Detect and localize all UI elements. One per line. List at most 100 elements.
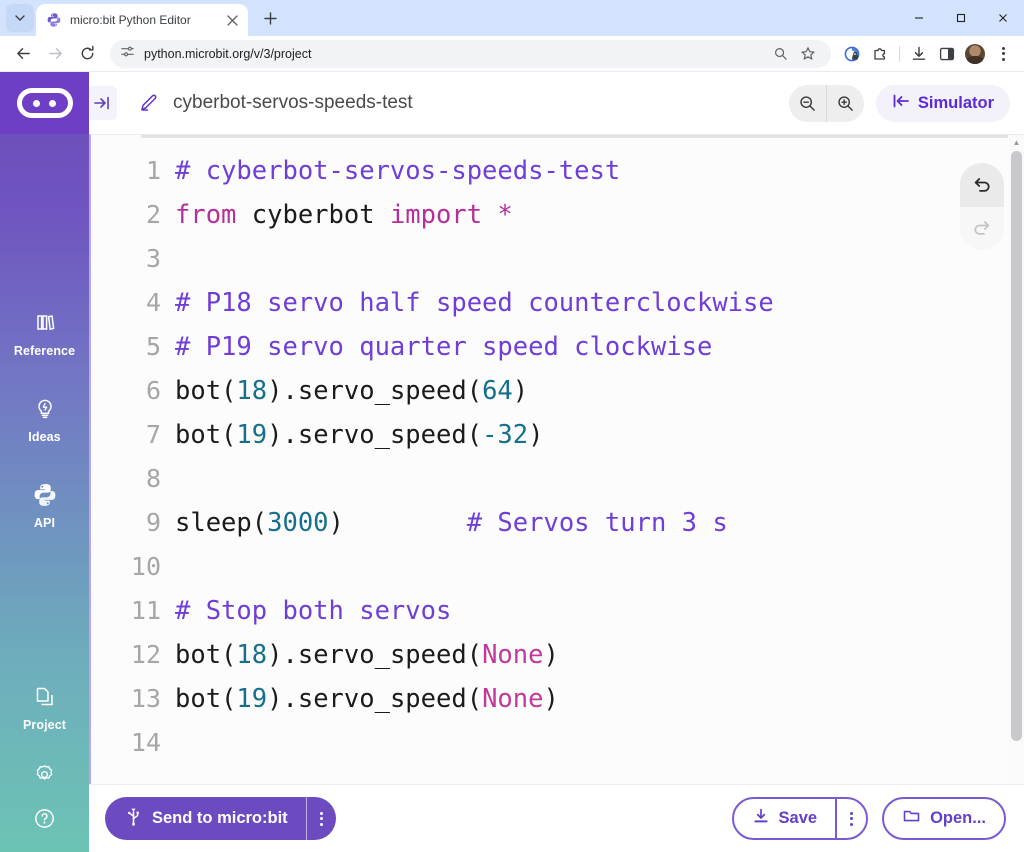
sidebar-help-button[interactable] — [0, 800, 89, 852]
address-bar[interactable]: python.microbit.org/v/3/project — [110, 39, 831, 68]
sidebar-item-reference[interactable]: Reference — [0, 304, 89, 364]
editor-top-divider — [141, 135, 1008, 138]
bottom-toolbar: Send to micro:bit Save — [89, 784, 1024, 852]
scrollbar-thumb[interactable] — [1011, 151, 1022, 741]
open-label: Open... — [930, 809, 986, 827]
code-line-source[interactable] — [175, 721, 1024, 765]
settings-gear-icon — [32, 762, 57, 792]
microbit-logo-icon — [16, 88, 73, 118]
sidebar-item-ideas[interactable]: Ideas — [0, 390, 89, 450]
save-menu-kebab-icon[interactable] — [837, 811, 866, 826]
code-line-source[interactable]: from cyberbot import * — [175, 193, 1024, 237]
code-token-com: # Stop both servos — [175, 596, 452, 626]
downloads-icon[interactable] — [906, 41, 932, 67]
toolbar-divider — [899, 45, 900, 62]
undo-icon[interactable] — [960, 163, 1004, 207]
window-close-button[interactable] — [982, 0, 1024, 36]
simulator-label: Simulator — [917, 93, 994, 112]
zoom-controls — [788, 84, 864, 122]
window-minimize-button[interactable] — [898, 0, 940, 36]
sidebar-item-project[interactable]: Project — [0, 678, 89, 738]
editor-column: cyberbot-servos-speeds-test — [87, 72, 1024, 852]
code-token-kw: from — [175, 200, 252, 230]
code-token-plain: ) — [543, 684, 559, 714]
send-menu-kebab-icon[interactable] — [307, 811, 336, 826]
code-line-source[interactable]: sleep(3000) # Servos turn 3 s — [175, 501, 1024, 545]
extensions-icon[interactable] — [867, 41, 893, 67]
code-line-source[interactable]: # Stop both servos — [175, 589, 1024, 633]
code-line-source[interactable]: # P19 servo quarter speed clockwise — [175, 325, 1024, 369]
sidebar-item-label: Reference — [13, 344, 76, 358]
code-line[interactable]: 10 — [91, 545, 1024, 589]
code-line-source[interactable]: bot(19).servo_speed(None) — [175, 677, 1024, 721]
code-token-com: # cyberbot-servos-speeds-test — [175, 156, 621, 186]
code-token-num: 18 — [236, 640, 268, 670]
code-line-source[interactable]: # P18 servo half speed counterclockwise — [175, 281, 1024, 325]
bookmark-star-icon[interactable] — [795, 41, 821, 67]
code-line[interactable]: 3 — [91, 237, 1024, 281]
simulator-button[interactable]: Simulator — [875, 84, 1010, 122]
code-token-plain: ) — [512, 376, 529, 406]
code-line-source[interactable]: bot(19).servo_speed(-32) — [175, 413, 1024, 457]
code-line-source[interactable]: bot(18).servo_speed(64) — [175, 369, 1024, 413]
code-token-plain: ).servo_speed( — [267, 376, 483, 406]
page-title[interactable]: cyberbot-servos-speeds-test — [173, 92, 413, 113]
side-panel-icon[interactable] — [934, 41, 960, 67]
code-line-source[interactable]: # cyberbot-servos-speeds-test — [175, 149, 1024, 193]
collapse-sidebar-icon[interactable] — [87, 86, 117, 120]
code-line[interactable]: 4# P18 servo half speed counterclockwise — [91, 281, 1024, 325]
code-line[interactable]: 11 # Stop both servos — [91, 589, 1024, 633]
tab-title: micro:bit Python Editor — [70, 13, 191, 27]
reload-icon[interactable] — [72, 39, 102, 69]
editor-scrollbar[interactable]: ▲ — [1009, 135, 1024, 784]
code-line[interactable]: 14 — [91, 721, 1024, 765]
profile-avatar[interactable] — [962, 41, 988, 67]
zoom-in-icon[interactable] — [827, 85, 864, 122]
zoom-magnifier-icon[interactable] — [767, 41, 793, 67]
sidebar-settings-button[interactable] — [0, 756, 89, 798]
tab-close-icon[interactable] — [224, 12, 240, 28]
open-button[interactable]: Open... — [882, 797, 1006, 840]
code-line[interactable]: 1 # cyberbot-servos-speeds-test — [91, 149, 1024, 193]
code-token-kw: * — [497, 200, 513, 230]
window-maximize-button[interactable] — [940, 0, 982, 36]
new-tab-button[interactable] — [256, 4, 284, 32]
zoom-out-icon[interactable] — [789, 85, 826, 122]
app-sidebar: Reference Ideas — [0, 72, 89, 852]
files-icon — [32, 684, 58, 715]
browser-menu-icon[interactable] — [990, 41, 1016, 67]
code-line-source[interactable] — [175, 545, 1024, 589]
expand-left-icon — [892, 92, 910, 115]
pencil-icon[interactable] — [131, 85, 167, 121]
code-token-num: 3000 — [267, 508, 329, 538]
code-line-source[interactable] — [175, 237, 1024, 281]
line-number: 1 — [145, 156, 161, 185]
back-icon[interactable] — [8, 39, 38, 69]
usb-icon — [125, 807, 142, 831]
code-line-source[interactable]: bot(18).servo_speed(None) — [175, 633, 1024, 677]
send-to-microbit-button[interactable]: Send to micro:bit — [105, 797, 336, 840]
tracking-protection-icon[interactable] — [839, 41, 865, 67]
app-root: Reference Ideas — [0, 72, 1024, 852]
code-line[interactable]: 5# P19 servo quarter speed clockwise — [91, 325, 1024, 369]
site-settings-icon[interactable] — [120, 44, 135, 64]
microbit-logo[interactable] — [0, 72, 89, 134]
sidebar-item-api[interactable]: API — [0, 476, 89, 536]
sidebar-item-label: API — [33, 516, 56, 530]
code-line-source[interactable] — [175, 457, 1024, 501]
scroll-up-arrow-icon[interactable]: ▲ — [1012, 137, 1021, 147]
line-number: 11 — [130, 596, 161, 625]
tab-search-chevron-down-icon[interactable] — [6, 4, 34, 32]
code-line[interactable]: 8 — [91, 457, 1024, 501]
help-circle-icon — [32, 806, 57, 836]
browser-tab[interactable]: micro:bit Python Editor — [36, 4, 248, 36]
save-button[interactable]: Save — [731, 797, 869, 840]
